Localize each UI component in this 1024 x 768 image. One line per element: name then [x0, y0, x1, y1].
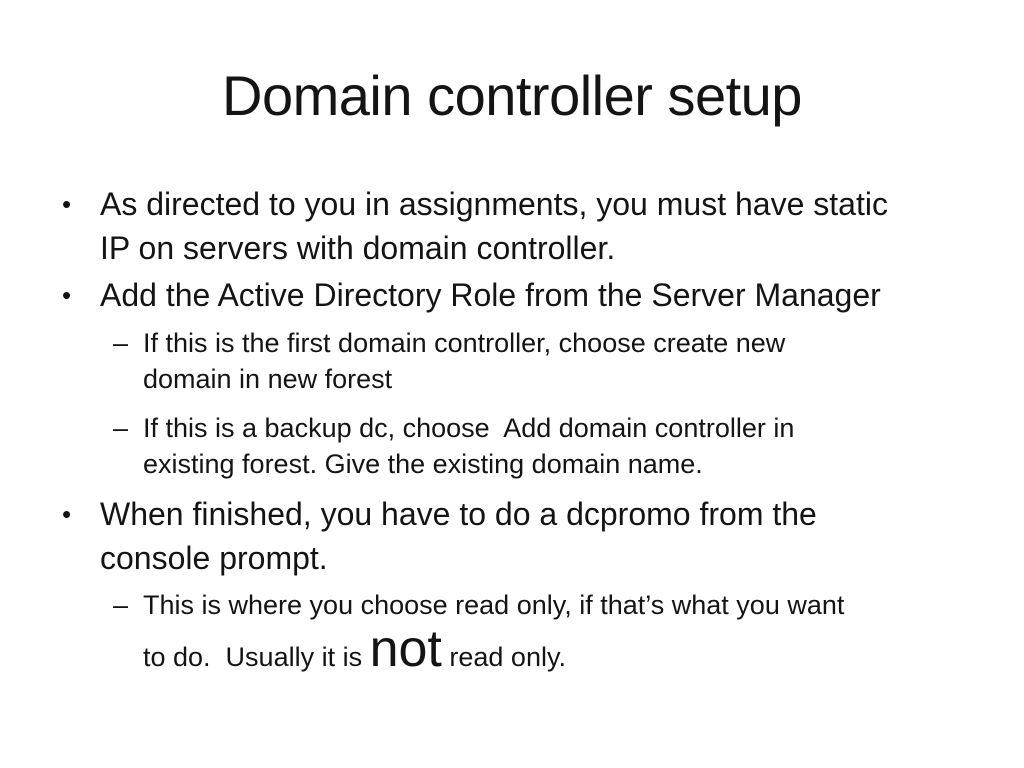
sub-bullet-item-backup-dc: – If this is a backup dc, choose Add dom… [0, 410, 1024, 482]
bullet-line: This is where you choose read only, if t… [143, 590, 845, 621]
bullet-dot-icon: • [62, 280, 72, 311]
bullet-item-add-ad-role: • Add the Active Directory Role from the… [0, 273, 1024, 317]
bullet-line: console prompt. [100, 540, 328, 577]
bullet-line: When finished, you have to do a dcpromo … [100, 496, 817, 533]
bullet-text: As directed to you in assignments, you m… [100, 182, 994, 270]
bullet-dot-icon: • [62, 499, 72, 530]
bullet-text: Add the Active Directory Role from the S… [100, 273, 994, 317]
bullet-line: existing forest. Give the existing domai… [143, 449, 703, 480]
sub-bullet-text: If this is a backup dc, choose Add domai… [143, 410, 994, 482]
rich-line-suffix: read only. [441, 642, 566, 673]
bullet-line: As directed to you in assignments, you m… [100, 186, 888, 223]
bullet-line-rich: to do. Usually it is not read only. [143, 623, 994, 675]
bullet-line: If this is a backup dc, choose Add domai… [143, 413, 795, 444]
rich-line-prefix: to do. Usually it is [143, 642, 370, 673]
bullet-line: domain in new forest [143, 364, 393, 395]
slide-body: • As directed to you in assignments, you… [0, 182, 1024, 675]
slide-title: Domain controller setup [222, 64, 802, 127]
bullet-line: If this is the first domain controller, … [143, 328, 786, 359]
emphasized-word-not: not [369, 620, 442, 679]
dash-marker-icon: – [113, 590, 129, 621]
sub-bullet-text: If this is the first domain controller, … [143, 325, 994, 397]
bullet-line: Add the Active Directory Role from the S… [100, 277, 881, 314]
bullet-text: When finished, you have to do a dcpromo … [100, 492, 994, 580]
sub-bullet-item-first-dc: – If this is the first domain controller… [0, 325, 1024, 397]
bullet-line: IP on servers with domain controller. [100, 230, 616, 267]
bullet-dot-icon: • [62, 189, 72, 220]
sub-bullet-item-read-only: – This is where you choose read only, if… [0, 587, 1024, 675]
dash-marker-icon: – [113, 328, 129, 359]
dash-marker-icon: – [113, 413, 129, 444]
bullet-item-static-ip: • As directed to you in assignments, you… [0, 182, 1024, 270]
sub-bullet-text: This is where you choose read only, if t… [143, 587, 994, 675]
bullet-item-dcpromo: • When finished, you have to do a dcprom… [0, 492, 1024, 580]
